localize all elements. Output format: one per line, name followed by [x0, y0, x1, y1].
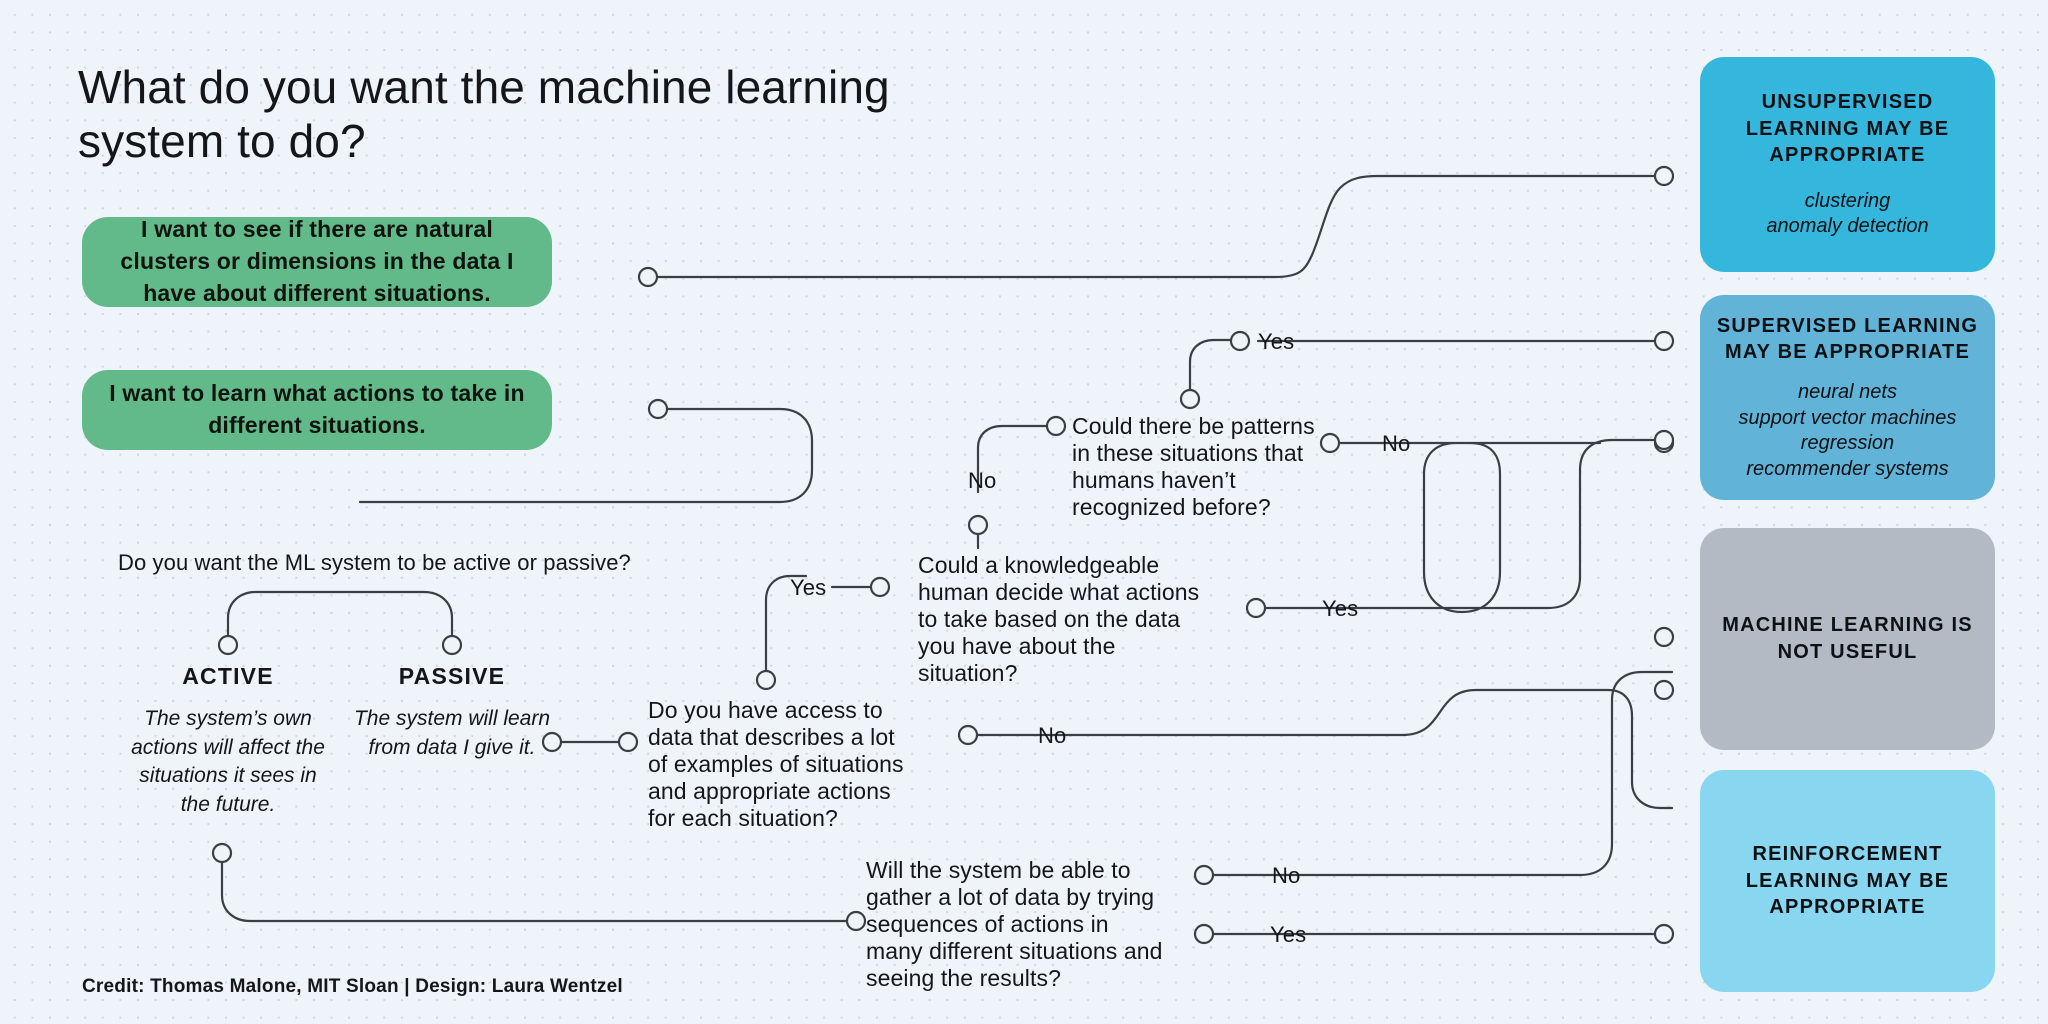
node-actions-out	[647, 398, 669, 420]
node-notuseful-in-bottom	[1653, 679, 1675, 701]
node-data-no	[957, 724, 979, 746]
branch-patterns-no-right: No	[1382, 431, 1411, 456]
node-notuseful-in-top	[1653, 626, 1675, 648]
wire-data-no	[974, 688, 1674, 810]
outcome-unsupervised-sub: clustering anomaly detection	[1766, 189, 1929, 238]
node-gather-no	[1193, 864, 1215, 886]
node-data-yes	[755, 669, 777, 691]
wire-data-yes-up	[764, 574, 808, 673]
passive-description: The system will learn from data I give i…	[353, 707, 551, 759]
node-passive-out	[541, 731, 563, 753]
question-data-access: Do you have access to data that describe…	[648, 697, 904, 831]
outcome-supervised[interactable]: SUPERVISED LEARNING MAY BE APPROPRIATE n…	[1700, 295, 1995, 500]
question-active-passive: Do you want the ML system to be active o…	[118, 550, 631, 575]
start-option-actions[interactable]: I want to learn what actions to take in …	[82, 370, 552, 450]
node-active	[217, 634, 239, 656]
node-clusters-out	[637, 266, 659, 288]
outcome-not-useful-heading: MACHINE LEARNING IS NOT USEFUL	[1722, 614, 1973, 663]
wire-patterns-yes-up	[1188, 338, 1234, 392]
node-unsupervised-in	[1653, 165, 1675, 187]
outcome-supervised-sub: neural nets support vector machines regr…	[1738, 380, 1957, 480]
branch-gather-yes: Yes	[1270, 922, 1307, 947]
branch-data-yes: Yes	[790, 575, 827, 600]
outcome-unsupervised-heading: UNSUPERVISED LEARNING MAY BE APPROPRIATE	[1745, 91, 1950, 167]
wire-active-passive-bracket	[226, 590, 454, 647]
credit-line: Credit: Thomas Malone, MIT Sloan | Desig…	[82, 976, 623, 997]
outcome-supervised-heading: SUPERVISED LEARNING MAY BE APPROPRIATE	[1716, 314, 1979, 364]
wire-patterns-no-right	[1336, 441, 1602, 614]
outcome-reinforcement[interactable]: REINFORCEMENT LEARNING MAY BE APPROPRIAT…	[1700, 770, 1995, 992]
node-patterns-no-left-down	[967, 514, 989, 536]
node-patterns-no-left-node	[1045, 415, 1067, 437]
wire-clusters-to-unsupervised	[654, 174, 1674, 279]
active-label: ACTIVE	[182, 663, 274, 689]
outcome-not-useful[interactable]: MACHINE LEARNING IS NOT USEFUL	[1700, 528, 1995, 750]
outcome-unsupervised[interactable]: UNSUPERVISED LEARNING MAY BE APPROPRIATE…	[1700, 57, 1995, 272]
page-title: What do you want the machine learning sy…	[78, 61, 890, 168]
node-gather-yes	[1193, 923, 1215, 945]
branch-patterns-yes: Yes	[1258, 329, 1295, 354]
node-passive	[441, 634, 463, 656]
node-human-yes	[1245, 597, 1267, 619]
outcome-reinforcement-heading: REINFORCEMENT LEARNING MAY BE APPROPRIAT…	[1745, 843, 1950, 919]
start-option-clusters[interactable]: I want to see if there are natural clust…	[82, 216, 552, 307]
branch-gather-no: No	[1272, 863, 1301, 888]
node-supervised-in-humanyes	[1653, 429, 1675, 451]
node-gather-in	[845, 910, 867, 932]
node-active-out	[211, 842, 233, 864]
node-data-in	[617, 731, 639, 753]
node-patterns-yes-down	[1179, 388, 1201, 410]
wire-gather-no	[1210, 670, 1674, 877]
node-supervised-in-yes	[1653, 330, 1675, 352]
wire-actions-loop	[358, 407, 814, 504]
question-knowledgeable-human: Could a knowledgeable human decide what …	[918, 552, 1200, 686]
wire-active-to-gather	[220, 860, 850, 923]
branch-patterns-no-left: No	[968, 468, 997, 493]
active-description: The system’s own actions will affect the…	[131, 707, 325, 816]
question-patterns: Could there be patterns in these situati…	[1072, 413, 1315, 520]
node-patterns-no-right	[1319, 432, 1341, 454]
wire-patterns-no-left-elbow	[976, 424, 1050, 494]
question-gather-data: Will the system be able to gather a lot …	[866, 857, 1163, 991]
branch-human-yes: Yes	[1322, 596, 1359, 621]
node-patterns-yes-right	[1229, 330, 1251, 352]
passive-label: PASSIVE	[398, 663, 506, 689]
wire-human-yes	[1262, 438, 1674, 610]
branch-data-no: No	[1038, 723, 1067, 748]
node-reinforcement-in	[1653, 923, 1675, 945]
node-data-yes-right	[869, 576, 891, 598]
